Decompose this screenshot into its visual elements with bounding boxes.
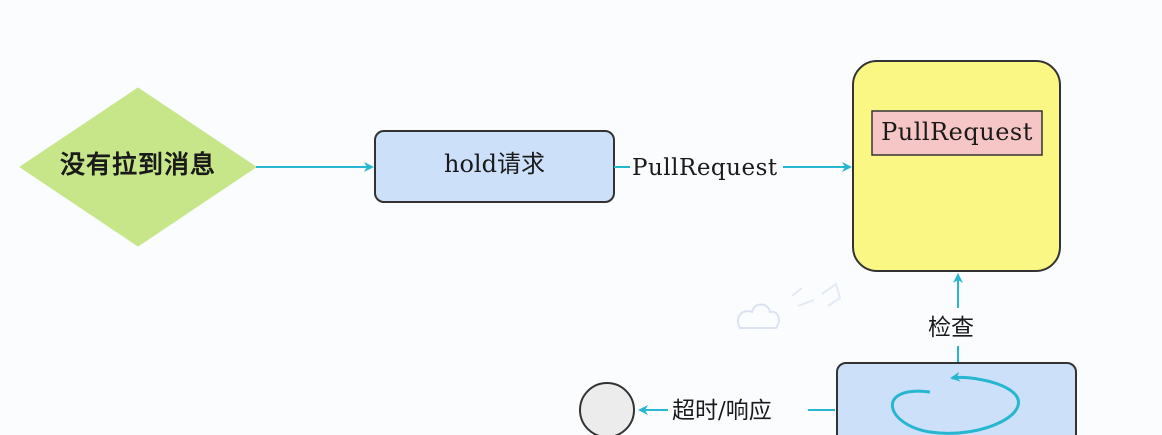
pull-request-inner-box: [871, 110, 1043, 156]
loop-arrow: [891, 371, 1020, 435]
no-message-label: 没有拉到消息: [59, 150, 216, 179]
no-message-diamond: [19, 87, 257, 247]
timeout-response-label: 超时/响应: [672, 398, 772, 424]
pull-request-inner-label: PullRequest: [881, 118, 1033, 146]
check-label: 检查: [928, 315, 974, 341]
pull-container-box: [852, 60, 1061, 272]
hold-request-label: hold请求: [444, 150, 545, 178]
loop-box: [836, 362, 1077, 435]
watermark-icon: [736, 282, 842, 329]
edge-pull-request-label: PullRequest: [632, 155, 778, 181]
end-circle: [579, 382, 635, 435]
